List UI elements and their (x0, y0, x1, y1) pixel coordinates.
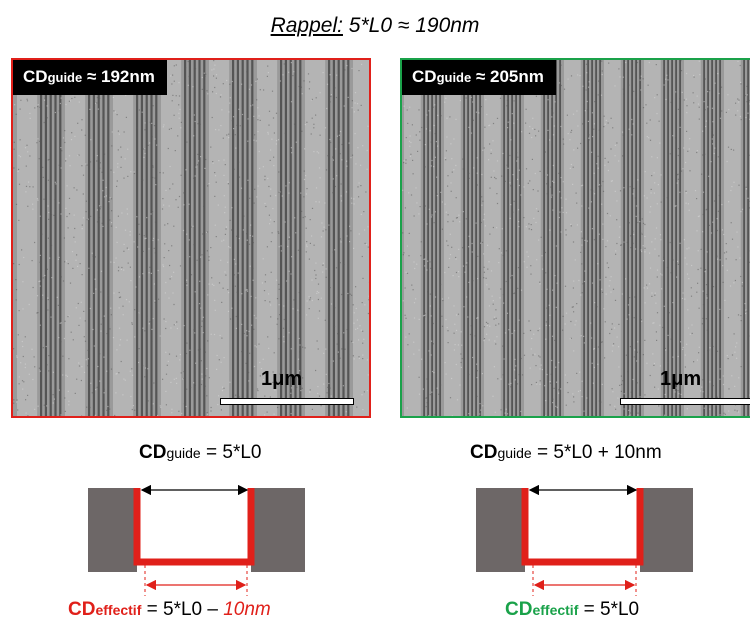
tag-cd-left: CD (23, 67, 48, 86)
cd-guide-label-right: CDguide = 5*L0 + 10nm (470, 442, 662, 464)
cd-bold: CD (68, 599, 96, 620)
sem-stripes-right (402, 60, 750, 416)
sem-image-right: CDguide ≈ 205nm 1μm (400, 58, 750, 418)
substrate (88, 488, 305, 572)
trench-diagram-right (476, 484, 693, 596)
cd-value: = 5*L0 (200, 442, 262, 463)
cd-sub: guide (166, 445, 201, 461)
scale-label-right: 1μm (660, 368, 702, 390)
tag-cd-right: CD (412, 67, 437, 86)
tag-sub-left: guide (47, 70, 83, 85)
cd-bold: CD (470, 442, 498, 463)
tag-value-left: ≈ 192nm (82, 67, 155, 86)
scale-bar-left (220, 398, 354, 405)
scale-label-left: 1μm (261, 368, 303, 390)
brush-layer (133, 488, 255, 566)
cd-effectif-label-left: CDeffectif = 5*L0 – 10nm (68, 599, 271, 621)
tag-value-right: ≈ 205nm (471, 67, 544, 86)
cd-guide-tag-left: CDguide ≈ 192nm (13, 60, 167, 95)
cd-value: = 5*L0 – (141, 599, 224, 620)
cd-guide-tag-right: CDguide ≈ 205nm (402, 60, 556, 95)
cd-effectif-label-right: CDeffectif = 5*L0 (505, 599, 639, 621)
sem-stripes-left (13, 60, 369, 416)
cd-delta: 10nm (223, 599, 271, 620)
page-title: Rappel: 5*L0 ≈ 190nm (0, 14, 750, 38)
cd-sub: guide (497, 445, 532, 461)
title-prefix: Rappel: (270, 14, 343, 37)
cd-value: = 5*L0 + 10nm (531, 442, 662, 463)
scale-bar-right (620, 398, 750, 405)
sem-image-left: CDguide ≈ 192nm 1μm (11, 58, 371, 418)
trench-diagram-left (88, 484, 305, 596)
substrate (476, 488, 693, 572)
brush-layer (521, 488, 644, 566)
cd-guide-label-left: CDguide = 5*L0 (139, 442, 261, 464)
cd-value: = 5*L0 (578, 599, 640, 620)
cd-bold: CD (505, 599, 533, 620)
cd-sub: effectif (532, 602, 579, 618)
cd-bold: CD (139, 442, 167, 463)
cd-sub: effectif (95, 602, 142, 618)
tag-sub-right: guide (436, 70, 472, 85)
title-formula: 5*L0 ≈ 190nm (342, 14, 480, 37)
